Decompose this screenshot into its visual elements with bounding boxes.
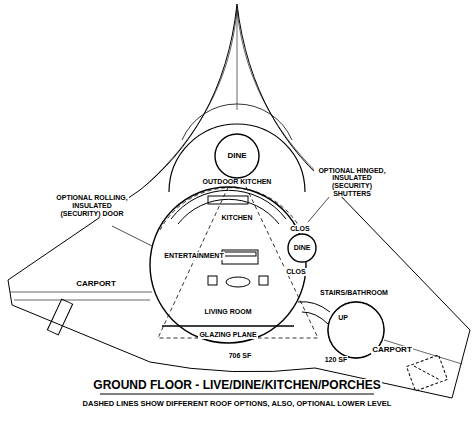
closet-label: CLOS (289, 225, 310, 233)
room-label: DINE (293, 244, 312, 252)
roof-option-dashes (158, 168, 318, 338)
room-label: ENTERTAINMENT (163, 252, 224, 260)
room-label: OUTDOOR KITCHEN (202, 178, 273, 186)
roof-outline (8, 4, 470, 398)
room-outline: OUTDOOR KITCHEN DINE (169, 124, 305, 192)
room-label: KITCHEN (220, 214, 253, 222)
area-label: 706 SF (228, 352, 253, 360)
room-label: GLAZING PLANE (198, 331, 257, 339)
room-label: LIVING ROOM (203, 308, 252, 316)
room-outline: DINE (288, 234, 316, 262)
callout-note: OPTIONAL HINGED, INSULATED (SECURITY) SH… (314, 167, 390, 198)
carport-label: CARPORT (371, 346, 413, 355)
carport-cars (47, 299, 447, 391)
room-label: STAIRS/BATHROOM (319, 289, 389, 297)
plan-caption: DASHED LINES SHOW DIFFERENT ROOF OPTIONS… (82, 400, 393, 408)
room-label: UP (337, 314, 349, 322)
callout-note: OPTIONAL ROLLING, INSULATED (SECURITY) D… (55, 194, 129, 217)
room-outline: DINE (215, 134, 259, 178)
furniture (162, 104, 294, 326)
room-shape (150, 187, 306, 343)
carport-label: CARPORT (75, 280, 117, 289)
plan-title: GROUND FLOOR - LIVE/DINE/KITCHEN/PORCHES (92, 379, 381, 392)
room-label: DINE (226, 152, 247, 161)
area-label: 120 SF (324, 356, 349, 364)
title-underline (100, 394, 374, 395)
stair-connection (298, 302, 330, 324)
room-outline: KITCHEN ENTERTAINMENT LIVING ROOM GLAZING P… (150, 187, 306, 343)
closet-label: CLOS (285, 268, 306, 276)
